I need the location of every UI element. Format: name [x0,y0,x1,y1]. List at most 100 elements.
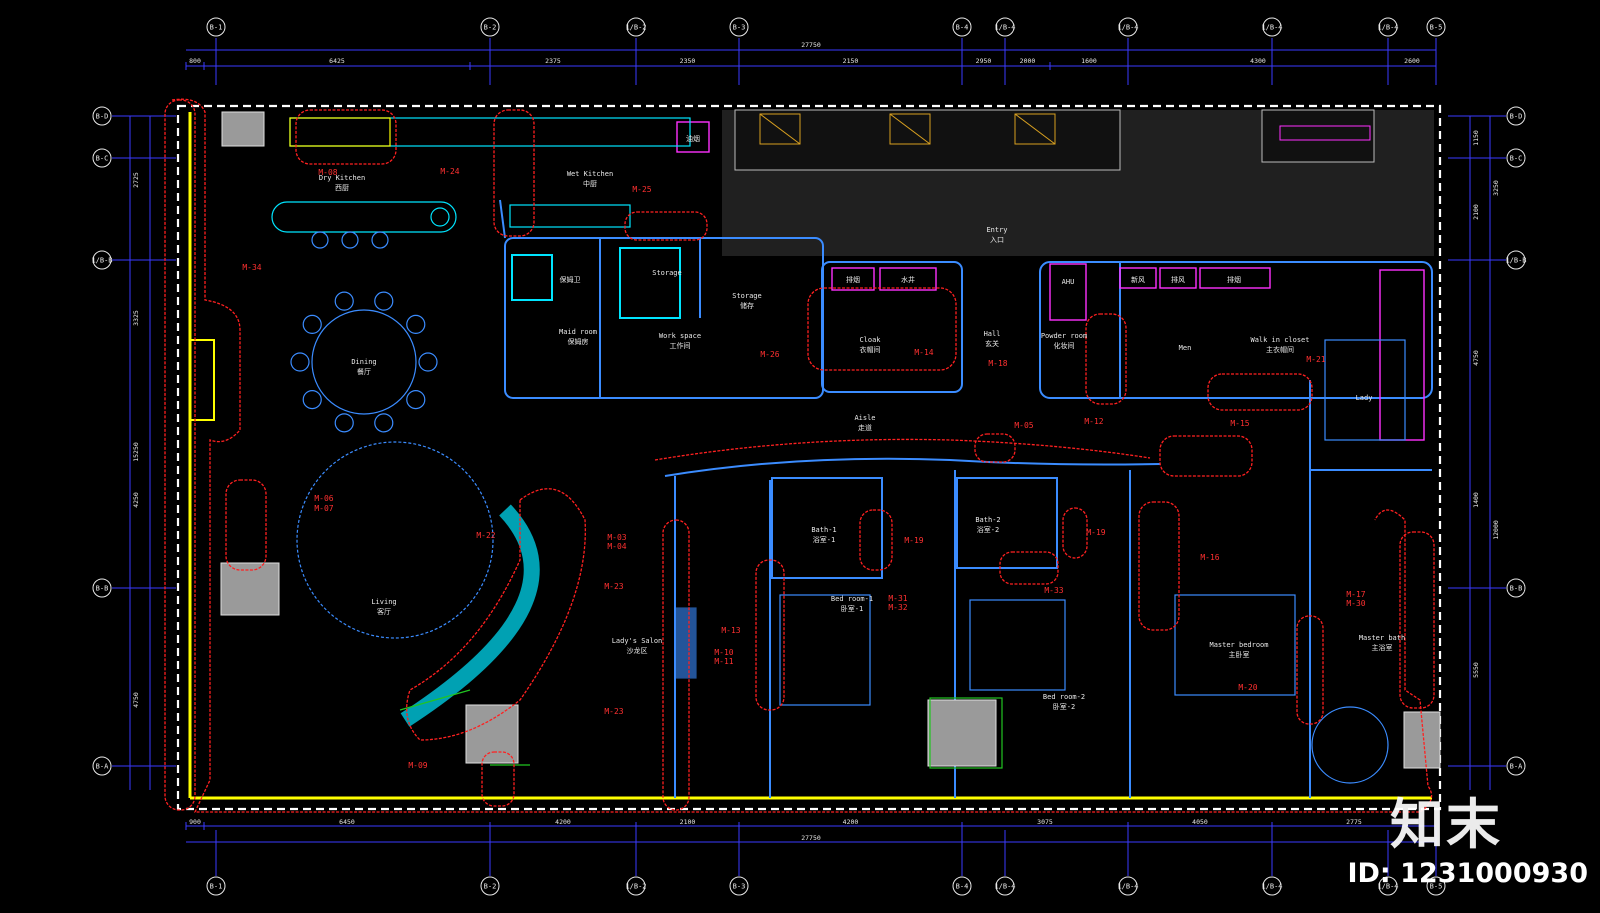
grid-bubble-top [1118,17,1138,37]
grid-label-top: 1/B-4 [994,24,1015,32]
revision-tag: M-22 [476,531,495,540]
room-label-en: Maid room [559,328,597,336]
room-label-en: 保姆卫 [560,275,581,284]
bar-stool [311,231,329,249]
room-label-zh: 入口 [990,236,1004,244]
grid-label-bottom: 1/B-4 [1117,883,1138,891]
equipment-label: 排烟 [846,275,860,284]
room-label-en: Entry [986,226,1007,234]
revision-tag: M-25 [632,185,651,194]
dining-chair [334,291,354,311]
room-label-zh: 储存 [740,301,754,310]
plan-boundary [176,104,1442,811]
revision-tag: M-15 [1230,419,1249,428]
grid-label-bottom: 1/B-4 [994,883,1015,891]
grid-bubble-top [952,17,972,37]
equipment-label: 排风 [1171,275,1185,284]
revision-tag: M-05 [1014,421,1033,430]
grid-label-top: 1/B-4 [1261,24,1282,32]
room-label-zh: 主衣帽间 [1266,345,1294,354]
room-label-en: Master bedroom [1209,641,1268,649]
dim-top: 4300 [1250,57,1266,65]
room-label-en: Cloak [859,336,881,344]
dim-top-total: 27750 [801,41,821,49]
grid-label-left: B-D [96,113,109,121]
dim-right: 4750 [1472,350,1480,366]
watermark-id: ID: 1231000930 [1347,858,1588,889]
grid-bubble-top [1262,17,1282,37]
revision-tag: M-09 [408,761,427,770]
dim-top: 6425 [329,57,345,65]
room-label-en: Men [1179,344,1192,352]
revision-tag: M-20 [1238,683,1257,692]
dim-right: 2100 [1472,204,1480,220]
columns [220,111,1441,769]
room-label-en: Work space [659,332,701,340]
dim-top: 2350 [680,57,696,65]
revision-tag: M-32 [888,603,907,612]
dim-right: 1150 [1472,130,1480,146]
dim-top: 800 [189,57,201,65]
revision-tag: M-24 [440,167,459,176]
dim-left: 3325 [132,310,140,326]
dim-left: 4250 [132,492,140,508]
dim-top: 1600 [1081,57,1097,65]
room-label-zh: 主卧室 [1229,650,1250,659]
room-label-en: Powder room [1041,332,1087,340]
room-label-en: Aisle [854,414,875,422]
room-label-en: Dry Kitchen [319,174,365,182]
kitchen-counters [271,117,691,233]
revision-tag: M-23 [604,582,623,591]
dining-chair [374,291,394,311]
room-label-zh: 化妆间 [1054,341,1075,350]
revision-tag: M-07 [314,504,333,513]
room-label-en: Living [371,598,396,606]
revision-tag: M-30 [1346,599,1365,608]
interior-walls [499,199,1433,798]
grid-label-right: B-D [1510,113,1523,121]
grid-bubble-top [729,17,749,37]
revision-tag: M-26 [760,350,779,359]
revision-tag: M-16 [1200,553,1219,562]
revision-tag: M-03 [607,533,626,542]
revision-tag: M-13 [721,626,740,635]
equipment-label: 水井 [901,275,915,284]
dining-chair [334,413,354,433]
room-label-en: Walk in closet [1250,336,1309,344]
structure-green [399,689,1003,769]
revision-clouds [164,98,1435,813]
revision-tag: M-34 [242,263,261,272]
room-label-zh: 中厨 [583,179,597,188]
dim-right: 12000 [1492,520,1500,540]
dim-bottom: 900 [189,818,201,826]
room-label-en: Hall [984,330,1001,338]
grid-label-top: B-3 [733,24,746,32]
room-label-en: Storage [732,292,762,300]
dim-bottom: 2775 [1346,818,1362,826]
room-label-zh: 保姆房 [568,337,589,346]
room-label-zh: 玄关 [985,339,999,348]
grid-label-left: 1/B-B [91,257,112,265]
room-label-zh: 浴室-2 [977,525,999,534]
dim-bottom: 4200 [843,818,859,826]
room-label-en: Master bath [1359,634,1405,642]
revision-tag: M-23 [604,707,623,716]
grid-bubble-top [1378,17,1398,37]
dim-top: 2600 [1404,57,1420,65]
dining-chair [406,314,426,334]
dining-chair [302,314,322,334]
grid-bubble-top [206,17,226,37]
grid-label-bottom: 1/B-2 [625,883,646,891]
core-hatch [722,109,1434,256]
revision-tag: M-14 [914,348,933,357]
dining-chair [418,352,438,372]
dim-right: 1400 [1472,492,1480,508]
dim-top: 2375 [545,57,561,65]
dim-bottom: 2100 [680,818,696,826]
room-label-en: Lady's Salon [612,637,663,645]
room-label-en: Bed room-1 [831,595,873,603]
watermark-brand: 知末 [1390,793,1502,856]
room-label-zh: 走道 [858,423,872,432]
dining-chair [290,352,310,372]
